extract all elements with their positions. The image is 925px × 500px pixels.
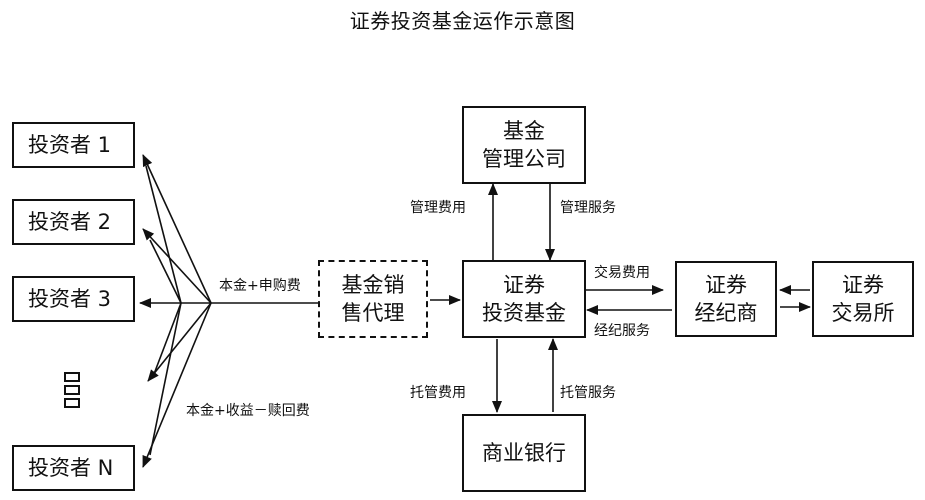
investor-3-box: 投资者 3 [12, 276, 135, 322]
stock-exchange-line-1: 证券 [842, 273, 884, 297]
fund-box: 证券 投资基金 [462, 260, 586, 338]
fan-line-to-investor-1 [142, 154, 212, 304]
fund-line-1: 证券 [503, 273, 545, 297]
fan-line-to-investor-2 [142, 228, 212, 304]
stock-exchange-box: 证券 交易所 [812, 261, 914, 337]
brokerage-service-label: 经纪服务 [594, 323, 650, 339]
management-company-line-1: 基金 [503, 119, 545, 143]
stock-exchange-line-2: 交易所 [831, 301, 895, 325]
investor-fan-lines [139, 154, 318, 468]
sales-agent-line-1: 基金销 [341, 273, 405, 297]
ellipsis-mark-3 [64, 398, 80, 408]
securities-broker-line-1: 证券 [705, 273, 747, 297]
management-fee-label: 管理费用 [410, 200, 466, 216]
sales-agent-line-2: 售代理 [341, 301, 405, 325]
investor-3-label: 投资者 3 [28, 287, 112, 311]
sales-agent-box: 基金销 售代理 [318, 260, 428, 338]
principal-return-redemption-label: 本金+收益－赎回费 [186, 403, 310, 419]
fan-line-to-ellipsis [147, 302, 212, 382]
fund-line-2: 投资基金 [482, 301, 566, 325]
investor-2-box: 投资者 2 [12, 199, 135, 245]
investor-1-box: 投资者 1 [12, 122, 135, 168]
management-service-label: 管理服务 [560, 200, 616, 216]
investor-ellipsis [60, 372, 84, 408]
fan-line-arc-upper-2 [149, 239, 182, 304]
commercial-bank-label: 商业银行 [482, 441, 566, 465]
fan-line-arc-lower-2 [149, 302, 182, 456]
investor-1-label: 投资者 1 [28, 133, 112, 157]
management-company-box: 基金 管理公司 [462, 106, 586, 184]
trading-fee-label: 交易费用 [594, 265, 650, 281]
securities-broker-line-2: 经纪商 [694, 301, 758, 325]
securities-broker-box: 证券 经纪商 [675, 261, 777, 337]
fan-line-to-investor-n [142, 302, 212, 468]
investor-2-label: 投资者 2 [28, 210, 112, 234]
custody-service-label: 托管服务 [560, 385, 616, 401]
investor-n-box: 投资者 N [12, 445, 135, 491]
ellipsis-mark-2 [64, 385, 80, 395]
custody-fee-label: 托管费用 [410, 385, 466, 401]
management-company-line-2: 管理公司 [482, 147, 566, 171]
commercial-bank-box: 商业银行 [462, 414, 586, 492]
fan-line-arc-lower-1 [153, 302, 182, 375]
principal-subscription-label: 本金+申购费 [219, 278, 301, 294]
ellipsis-mark-1 [64, 372, 80, 382]
investor-n-label: 投资者 N [28, 456, 114, 480]
fan-line-arc-upper-1 [145, 165, 182, 304]
diagram-title: 证券投资基金运作示意图 [349, 9, 576, 33]
